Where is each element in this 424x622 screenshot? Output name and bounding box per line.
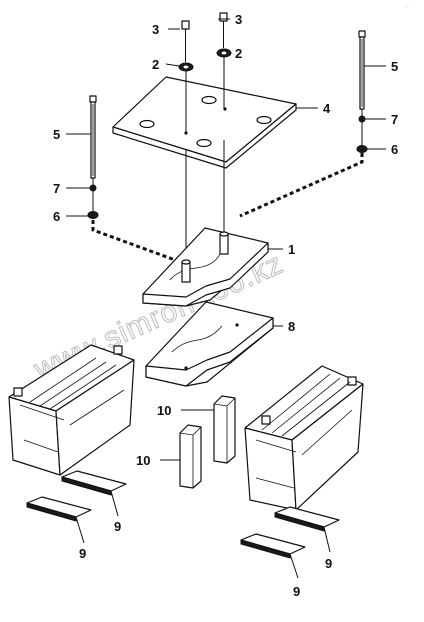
callout-8: 8 [288, 319, 295, 334]
callout-5-left: 5 [53, 127, 60, 142]
callout-9-pad-3: 9 [325, 556, 332, 571]
pad-4 [240, 533, 306, 559]
upper-base-plate [142, 227, 269, 307]
pad-2 [26, 496, 92, 522]
hook-path-left [91, 220, 176, 262]
pad-1 [61, 470, 127, 496]
battery-left [8, 344, 135, 476]
washer-right [216, 48, 232, 58]
callout-4: 4 [323, 101, 331, 116]
j-bolt-right [358, 30, 366, 110]
callouts: 1 2 2 3 3 4 5 5 6 6 7 7 8 9 9 9 9 10 10 [53, 12, 398, 599]
j-bolt-left [89, 95, 97, 179]
callout-10-upper: 10 [157, 403, 171, 418]
callout-6-right: 6 [391, 142, 398, 157]
hook-path-right [239, 153, 364, 218]
callout-7-left: 7 [53, 181, 60, 196]
callout-9-pad-1: 9 [114, 519, 121, 534]
pad-3 [274, 506, 340, 532]
washer-right-lower [356, 145, 368, 153]
lower-base-plate [145, 301, 274, 387]
washer-left-lower [87, 211, 99, 219]
washer-left [178, 62, 194, 72]
callout-9-pad-2: 9 [79, 546, 86, 561]
callout-1: 1 [288, 242, 295, 257]
corner-mark: ☞ [404, 4, 409, 10]
bolt-right-top [219, 12, 228, 48]
spacer-block-upper [213, 395, 236, 464]
callout-3-left: 3 [152, 22, 159, 37]
battery-right [244, 365, 364, 511]
callout-5-right: 5 [391, 59, 398, 74]
callout-10-lower: 10 [136, 453, 150, 468]
callout-2-right: 2 [235, 46, 242, 61]
spacer-block-lower [179, 424, 202, 489]
callout-2-left: 2 [152, 57, 159, 72]
callout-7-right: 7 [391, 112, 398, 127]
leader-lines [66, 18, 386, 579]
bolt-left-top [181, 20, 190, 62]
callout-6-left: 6 [53, 209, 60, 224]
hold-down-plate [112, 76, 297, 169]
callout-3-right: 3 [235, 12, 242, 27]
callout-9-pad-4: 9 [293, 584, 300, 599]
